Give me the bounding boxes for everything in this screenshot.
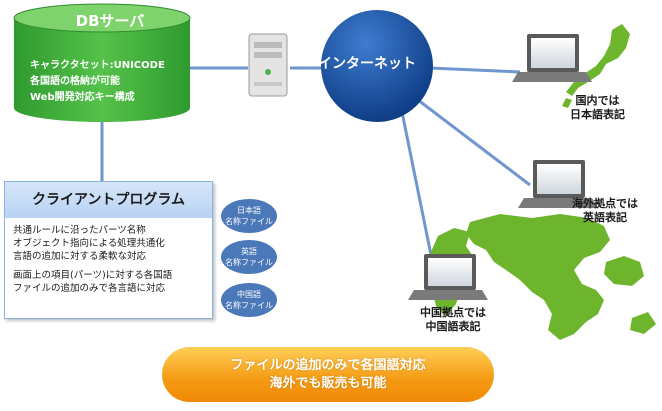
db-feature-line: キャラクタセット:UNICODE	[30, 60, 165, 71]
server-icon	[248, 33, 288, 97]
name-file-lang: 日本語	[237, 206, 261, 215]
client-program-title: クライアントプログラム	[5, 182, 212, 218]
client-feature-line: オブジェクト指向による処理共通化	[13, 238, 165, 249]
connector-lines	[100, 66, 531, 261]
name-file-lang: 英語	[241, 247, 257, 256]
client-feature-line: 画面上の項目(パーツ)に対する各国語	[13, 270, 173, 281]
laptop-overseas-icon	[518, 160, 598, 208]
client-feature-line: ファイルの追加のみで各言語に対応	[13, 283, 166, 294]
name-file-label: 名称ファイル	[225, 217, 273, 226]
laptop-japan-icon	[512, 34, 592, 82]
english-name-file: 英語 名称ファイル	[221, 240, 277, 274]
japanese-name-file: 日本語 名称ファイル	[221, 199, 277, 233]
internet-label: インターネット	[318, 56, 416, 72]
region-line: 中国拠点では	[420, 306, 486, 319]
name-file-lang: 中国語	[237, 290, 261, 299]
internet-globe	[321, 10, 433, 122]
region-china-label: 中国拠点では 中国語表記	[420, 306, 486, 334]
db-feature-line: 各国語の格納が可能	[30, 76, 120, 87]
region-japan-label: 国内では 日本語表記	[570, 94, 625, 122]
region-line: 国内では	[575, 94, 620, 107]
laptop-china-icon	[408, 254, 488, 300]
name-file-label: 名称ファイル	[225, 301, 273, 310]
db-server-features: キャラクタセット:UNICODE 各国語の格納が可能 Web開発対応キー構成	[30, 58, 165, 106]
db-server-title: DBサーバ	[75, 12, 145, 30]
db-cylinder	[13, 3, 191, 122]
region-line: 海外拠点では	[572, 197, 638, 210]
chinese-name-file: 中国語 名称ファイル	[221, 283, 277, 317]
region-line: 中国語表記	[425, 320, 481, 333]
client-feature-line: 共通ルールに沿ったパーツ名称	[13, 225, 146, 236]
client-feature-line: 言語の追加に対する柔軟な対応	[13, 251, 147, 262]
client-program-box: クライアントプログラム 共通ルールに沿ったパーツ名称 オブジェクト指向による処理…	[4, 181, 213, 319]
region-overseas-label: 海外拠点では 英語表記	[572, 197, 638, 225]
name-file-label: 名称ファイル	[225, 258, 273, 267]
db-feature-line: Web開発対応キー構成	[30, 92, 135, 103]
summary-banner: ファイルの追加のみで各国語対応 海外でも販売も可能	[162, 347, 494, 402]
region-line: 日本語表記	[570, 108, 625, 121]
region-line: 英語表記	[583, 211, 627, 224]
banner-line: ファイルの追加のみで各国語対応	[230, 357, 426, 373]
client-program-features: 共通ルールに沿ったパーツ名称 オブジェクト指向による処理共通化 言語の追加に対す…	[5, 218, 212, 295]
banner-line: 海外でも販売も可能	[269, 375, 387, 391]
